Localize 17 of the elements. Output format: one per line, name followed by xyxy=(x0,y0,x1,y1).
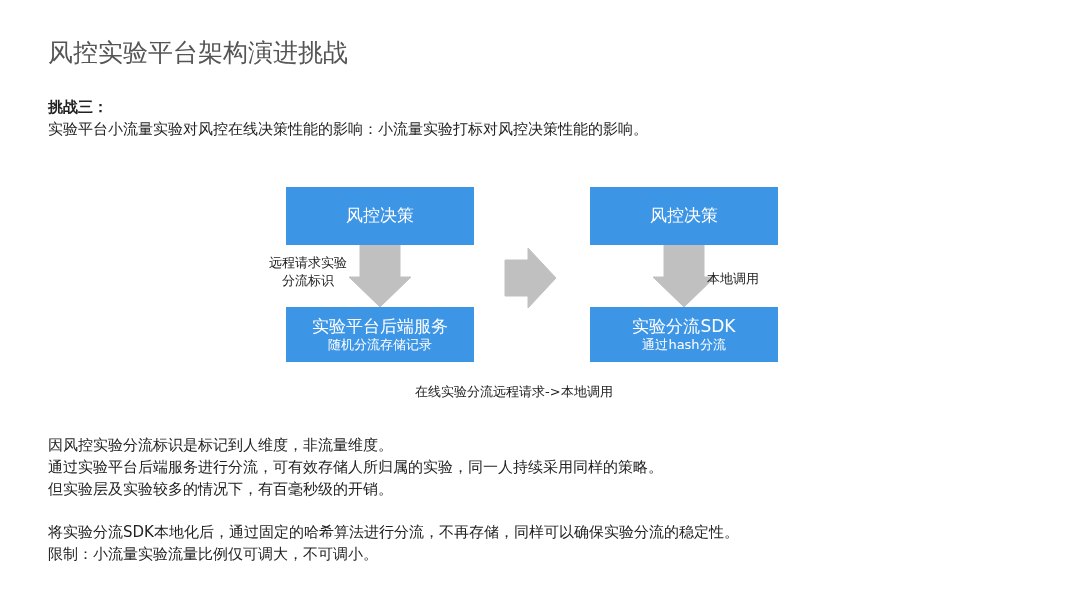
body-text: 但实验层及实验较多的情况下，有百毫秒级的开销。 xyxy=(48,480,393,499)
process-box: 风控决策 xyxy=(286,187,474,245)
edge-label: 本地调用 xyxy=(707,270,759,288)
block-arrow xyxy=(348,244,412,308)
body-text: 将实验分流SDK本地化后，通过固定的哈希算法进行分流，不再存储，同样可以确保实验分流的稳定性。 xyxy=(48,523,739,542)
process-box: 实验平台后端服务 随机分流存储记录 xyxy=(286,307,474,362)
heading: 挑战三： xyxy=(48,98,108,117)
process-box: 风控决策 xyxy=(590,187,778,245)
body-text: 通过实验平台后端服务进行分流，可有效存储人所归属的实验，同一人持续采用同样的策略。 xyxy=(48,458,663,477)
edge-label: 远程请求实验分流标识 xyxy=(268,254,348,290)
slide-title: 风控实验平台架构演进挑战 xyxy=(48,37,348,69)
subtitle: 实验平台小流量实验对风控在线决策性能的影响：小流量实验打标对风控决策性能的影响。 xyxy=(48,120,648,139)
process-box: 实验分流SDK 通过hash分流 xyxy=(590,307,778,362)
body-text: 限制：小流量实验流量比例仅可调大，不可调小。 xyxy=(48,545,378,564)
body-text: 因风控实验分流标识是标记到人维度，非流量维度。 xyxy=(48,436,393,455)
block-arrow xyxy=(504,247,557,309)
diagram-caption: 在线实验分流远程请求->本地调用 xyxy=(415,383,613,401)
